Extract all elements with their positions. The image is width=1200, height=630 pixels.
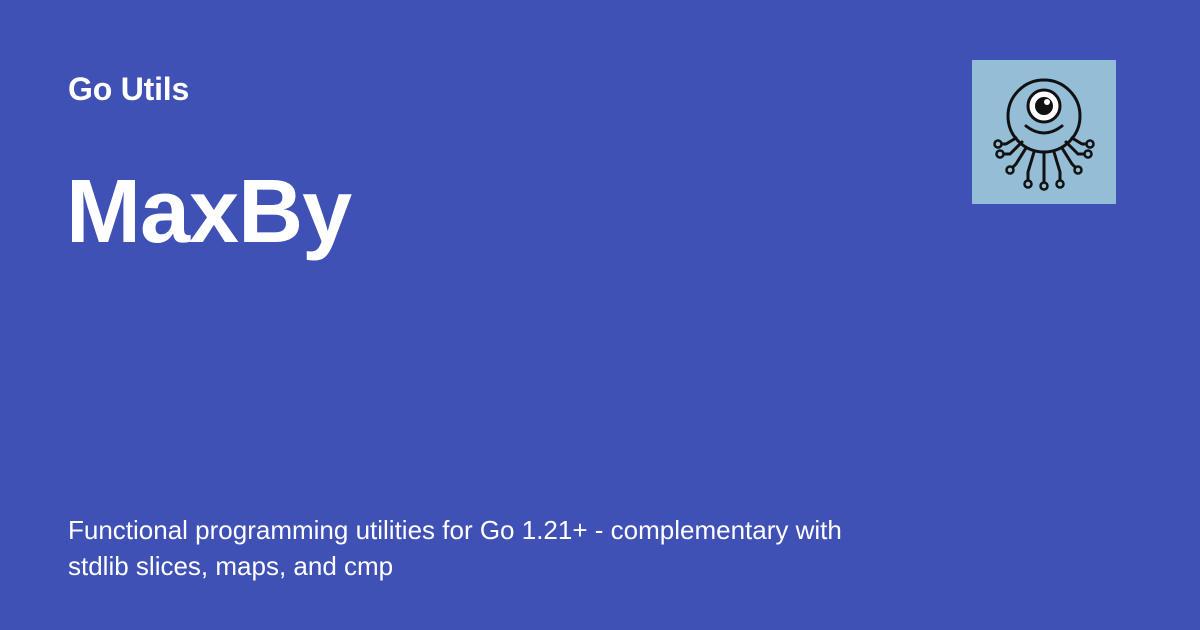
octopus-eye-logo-icon	[993, 78, 1095, 191]
page-description: Functional programming utilities for Go …	[68, 515, 842, 581]
page-title: MaxBy	[66, 162, 352, 262]
site-name: Go Utils	[68, 71, 190, 107]
logo	[972, 60, 1116, 204]
